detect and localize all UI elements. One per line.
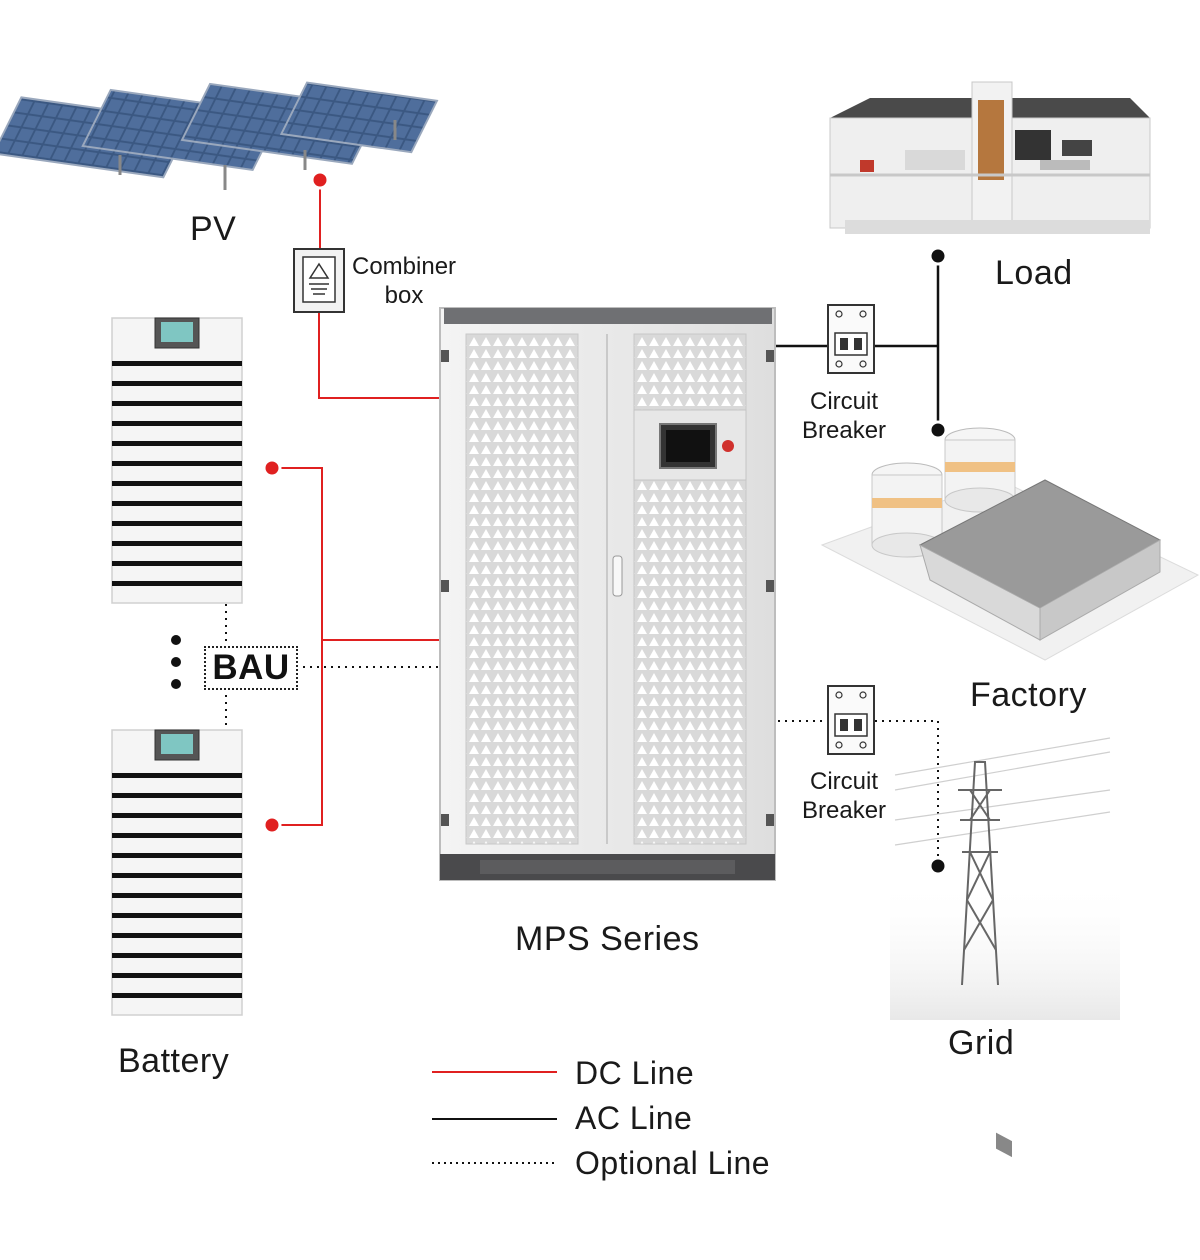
circuit-breaker-grid-label: Circuit Breaker [802, 768, 887, 824]
battery-top-slots [112, 361, 242, 586]
pv-label: PV [190, 210, 237, 248]
mps-cabinet-image [439, 307, 776, 881]
mps-series-label: MPS Series [515, 920, 700, 958]
grid-terminal-dot [928, 856, 948, 876]
factory-terminal-dot [928, 420, 948, 440]
ac-terminals [928, 246, 948, 876]
legend-dc-label: DC Line [575, 1055, 695, 1091]
combiner-box-label: Combiner box [352, 253, 457, 309]
factory-image [820, 427, 1200, 1158]
battery-bottom-terminal-dot [262, 815, 282, 835]
ac-lines [775, 256, 940, 430]
pv-terminal-dot [310, 170, 330, 190]
stack-dots [171, 635, 181, 689]
legend-ac-label: AC Line [575, 1100, 693, 1136]
circuit-breaker-load-icon [827, 304, 875, 374]
dc-terminals [262, 170, 330, 835]
battery-label: Battery [118, 1042, 230, 1080]
circuit-breaker-load-label: Circuit Breaker [802, 388, 887, 444]
legend-optional-label: Optional Line [575, 1145, 771, 1181]
battery-top-terminal-dot [262, 458, 282, 478]
load-house-image [829, 81, 1151, 234]
legend-swatches [432, 1071, 557, 1164]
battery-bottom-slots [112, 773, 242, 998]
load-label: Load [995, 254, 1073, 292]
battery-stack-bottom [111, 729, 243, 1016]
battery-top-dc-line [272, 467, 323, 640]
circuit-breaker-grid-icon [827, 685, 875, 755]
grid-tower-image [890, 737, 1120, 1020]
grid-label: Grid [948, 1024, 1015, 1062]
battery-bottom-dc-line [272, 640, 323, 826]
factory-label: Factory [970, 676, 1087, 714]
bau-box: BAU [204, 646, 298, 690]
combiner-dc-line [318, 312, 442, 399]
combiner-box-icon [293, 248, 345, 313]
battery-stack-top [111, 317, 243, 604]
pv-array-image [0, 81, 439, 190]
load-terminal-dot [928, 246, 948, 266]
dc-lines [272, 180, 442, 826]
